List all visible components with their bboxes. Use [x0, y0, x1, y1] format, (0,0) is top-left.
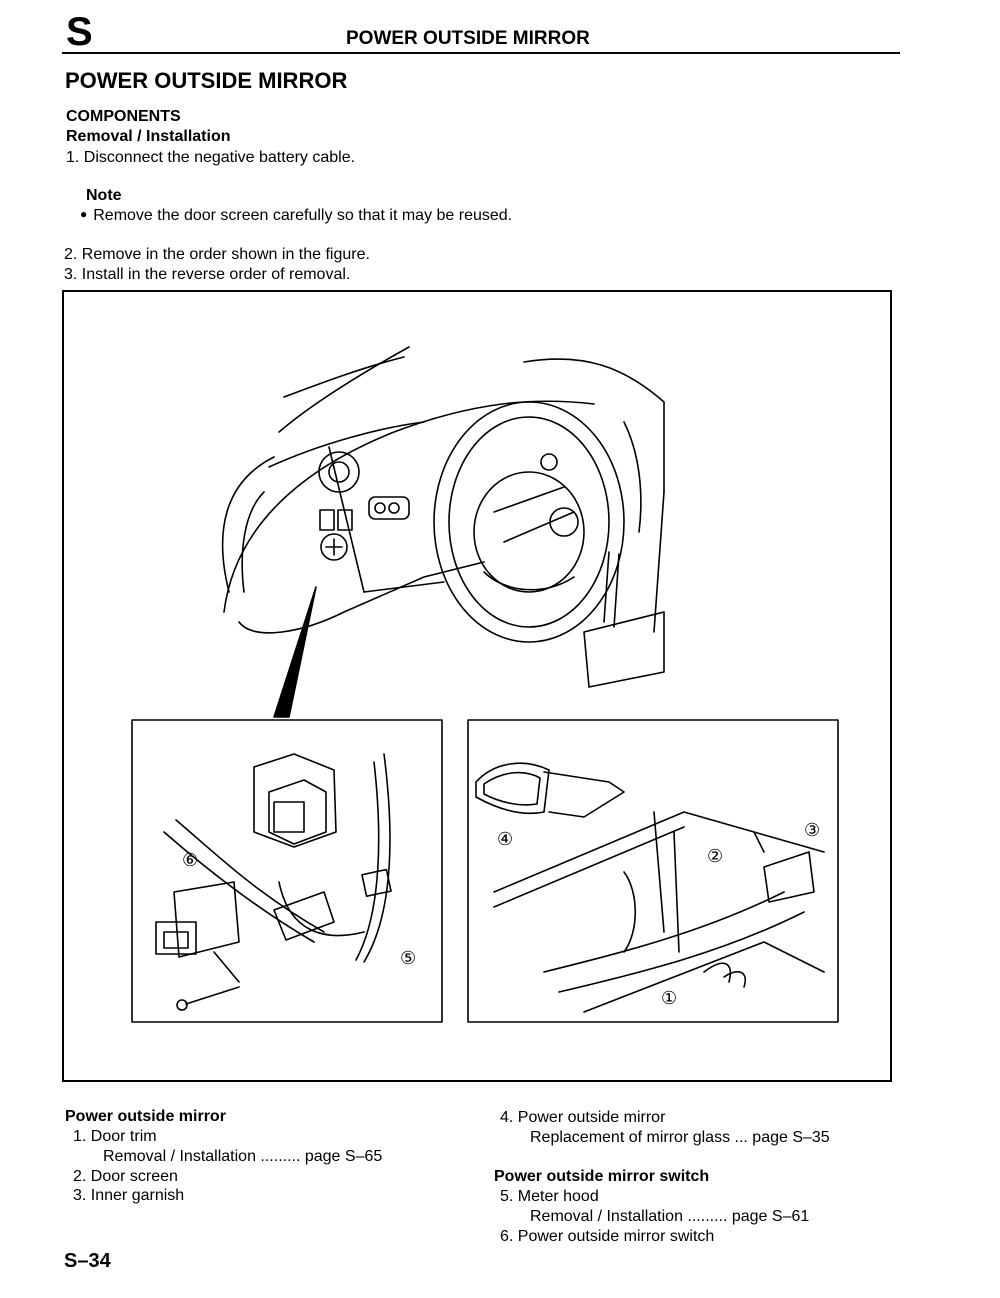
header-title: POWER OUTSIDE MIRROR: [346, 28, 590, 49]
step-3: 3. Install in the reverse order of remov…: [64, 266, 351, 283]
component-figure: ① ② ③ ④ ⑤ ⑥: [62, 290, 892, 1082]
step-1: 1. Disconnect the negative battery cable…: [66, 149, 356, 166]
legend-item-6: 6. Power outside mirror switch: [500, 1228, 715, 1245]
legend-item-5: 5. Meter hood: [500, 1188, 599, 1205]
callout-3: ③: [804, 820, 820, 841]
legend-item-1: 1. Door trim: [73, 1128, 157, 1145]
callout-4: ④: [497, 829, 513, 850]
legend-item-4-ref: Replacement of mirror glass ... page S–3…: [530, 1129, 830, 1146]
legend-item-4: 4. Power outside mirror: [500, 1109, 666, 1126]
legend-item-3: 3. Inner garnish: [73, 1187, 185, 1204]
components-heading: COMPONENTS: [66, 108, 181, 125]
note-label: Note: [86, 187, 122, 204]
section-letter: S: [66, 10, 93, 54]
legend-item-1-ref: Removal / Installation ......... page S–…: [103, 1148, 383, 1165]
legend-heading-mirror: Power outside mirror: [65, 1108, 226, 1125]
bullet-icon: ●: [80, 207, 88, 221]
callout-5: ⑤: [400, 948, 416, 969]
legend-item-2: 2. Door screen: [73, 1168, 178, 1185]
page-title: POWER OUTSIDE MIRROR: [65, 68, 348, 93]
legend-item-5-ref: Removal / Installation ......... page S–…: [530, 1208, 810, 1225]
page-number: S–34: [64, 1250, 111, 1272]
note-line: ● Remove the door screen carefully so tha…: [80, 207, 512, 225]
header-rule: [62, 52, 900, 54]
step-2: 2. Remove in the order shown in the figu…: [64, 246, 370, 263]
legend-heading-switch: Power outside mirror switch: [494, 1168, 710, 1185]
callout-1: ①: [661, 988, 677, 1009]
removal-installation-heading: Removal / Installation: [66, 128, 231, 145]
note-text: Remove the door screen carefully so that…: [93, 207, 513, 224]
callout-6: ⑥: [182, 850, 198, 871]
callout-2: ②: [707, 846, 723, 867]
figure-drawing: ① ② ③ ④ ⑤ ⑥: [131, 346, 839, 1023]
